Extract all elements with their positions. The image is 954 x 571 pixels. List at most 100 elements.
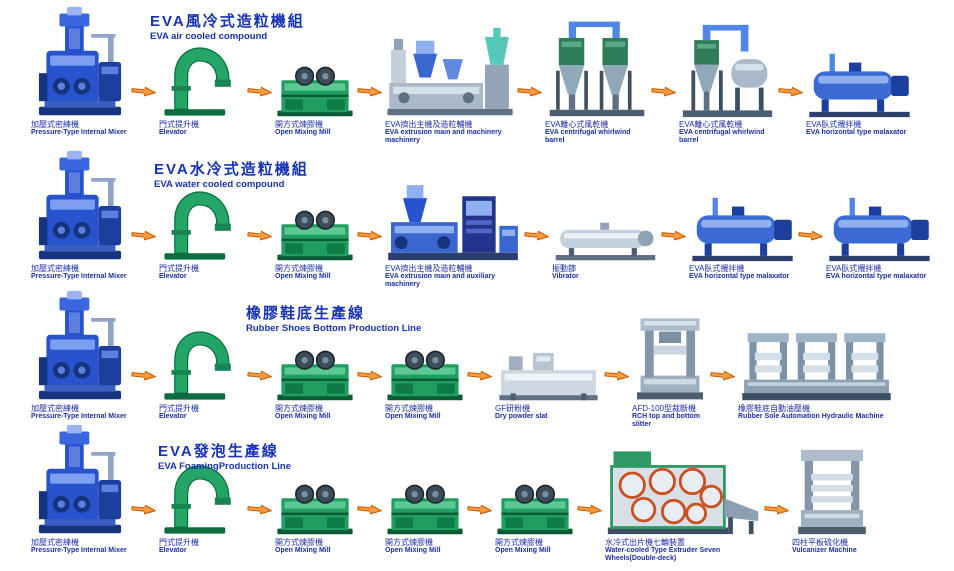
flow-arrow-icon bbox=[777, 84, 804, 100]
machine-label-zh: EVA臥式攪拌機 bbox=[806, 120, 862, 129]
machine-label-en: Dry powder slat bbox=[495, 413, 548, 421]
machine-label-en: EVA extrusion main and machinery machine… bbox=[385, 129, 502, 145]
machine-label-en: Vibrator bbox=[552, 273, 579, 281]
row-title-en: EVA air cooled compound bbox=[150, 30, 268, 42]
machine-label-zh: 加壓式密練機 bbox=[31, 120, 79, 129]
machine-label-en: EVA horizontal type malaxator bbox=[689, 273, 790, 281]
machine-label-zh: 開方式煉膠機 bbox=[275, 538, 323, 547]
machine-label-zh: 橡膠鞋底自動油壓機 bbox=[738, 404, 810, 413]
machine-label-zh: 開方式煉膠機 bbox=[385, 538, 433, 547]
machine-label-zh: 開方式煉膠機 bbox=[275, 120, 323, 129]
flow-arrow-icon bbox=[466, 502, 493, 518]
machine-label-en: Open Mixing Mill bbox=[275, 273, 331, 281]
machine-label-zh: EVA離心式風乾機 bbox=[545, 120, 609, 129]
machine-label-en: Vulcanizer Machine bbox=[792, 547, 857, 555]
elevator-icon bbox=[159, 182, 245, 262]
machine-label-en: EVA centrifugal whirlwind barrel bbox=[545, 129, 631, 145]
vibrator-icon bbox=[552, 214, 659, 262]
machine-label-en: EVA centrifugal whirlwind barrel bbox=[679, 129, 765, 145]
mixing-mill-icon bbox=[385, 478, 465, 536]
internal-mixer-icon bbox=[31, 290, 129, 402]
press-icon bbox=[632, 314, 708, 402]
machine-label-zh: 門式提升機 bbox=[159, 404, 199, 413]
flow-arrow-icon bbox=[130, 368, 157, 384]
machine-label-zh: 加壓式密練機 bbox=[31, 404, 79, 413]
machine-label-zh: EVA擠出主機及造粒輔機 bbox=[385, 120, 473, 129]
machine-label-en: Pressure-Type Internal Mixer bbox=[31, 413, 127, 421]
machine-label-en: Rubber Sole Automation Hydraulic Machine bbox=[738, 413, 884, 421]
flow-arrow-icon bbox=[466, 368, 493, 384]
malaxator-icon bbox=[689, 196, 796, 262]
row-title-en: EVA FoamingProduction Line bbox=[158, 460, 291, 472]
machine-label-zh: 開方式煉膠機 bbox=[275, 264, 323, 273]
flow-arrow-icon bbox=[356, 502, 383, 518]
machine-label-en: Open Mixing Mill bbox=[275, 413, 331, 421]
machine-label-zh: 開方式煉膠機 bbox=[495, 538, 543, 547]
flow-arrow-icon bbox=[356, 228, 383, 244]
machine-label-en: Elevator bbox=[159, 129, 187, 137]
flow-arrow-icon bbox=[797, 228, 824, 244]
machine-label-zh: EVA擠出主機及造粒輔機 bbox=[385, 264, 473, 273]
machine-label-en: Pressure-Type Internal Mixer bbox=[31, 129, 127, 137]
flow-arrow-icon bbox=[246, 368, 273, 384]
row-title-zh: EVA發泡生產線 bbox=[158, 443, 279, 460]
flow-arrow-icon bbox=[763, 502, 790, 518]
flow-arrow-icon bbox=[246, 228, 273, 244]
machine-label-en: EVA extrusion main and auxiliary machine… bbox=[385, 273, 496, 289]
elevator-icon bbox=[159, 38, 245, 118]
flow-arrow-icon bbox=[130, 502, 157, 518]
extruder-b-icon bbox=[385, 174, 522, 262]
hydraulic-icon bbox=[738, 326, 895, 402]
machine-label-en: Pressure-Type Internal Mixer bbox=[31, 273, 127, 281]
row-title-zh: EVA水冷式造粒機組 bbox=[154, 161, 309, 178]
flow-arrow-icon bbox=[523, 228, 550, 244]
machine-label-zh: 開方式煉膠機 bbox=[275, 404, 323, 413]
flow-arrow-icon bbox=[130, 84, 157, 100]
row-title-zh: 橡膠鞋底生產線 bbox=[246, 305, 366, 322]
flow-arrow-icon bbox=[660, 228, 687, 244]
row-title-zh: EVA風冷式造粒機組 bbox=[150, 13, 305, 30]
internal-mixer-icon bbox=[31, 424, 129, 536]
machine-label-zh: GF研粉機 bbox=[495, 404, 531, 413]
internal-mixer-icon bbox=[31, 150, 129, 262]
mixing-mill-icon bbox=[385, 344, 465, 402]
